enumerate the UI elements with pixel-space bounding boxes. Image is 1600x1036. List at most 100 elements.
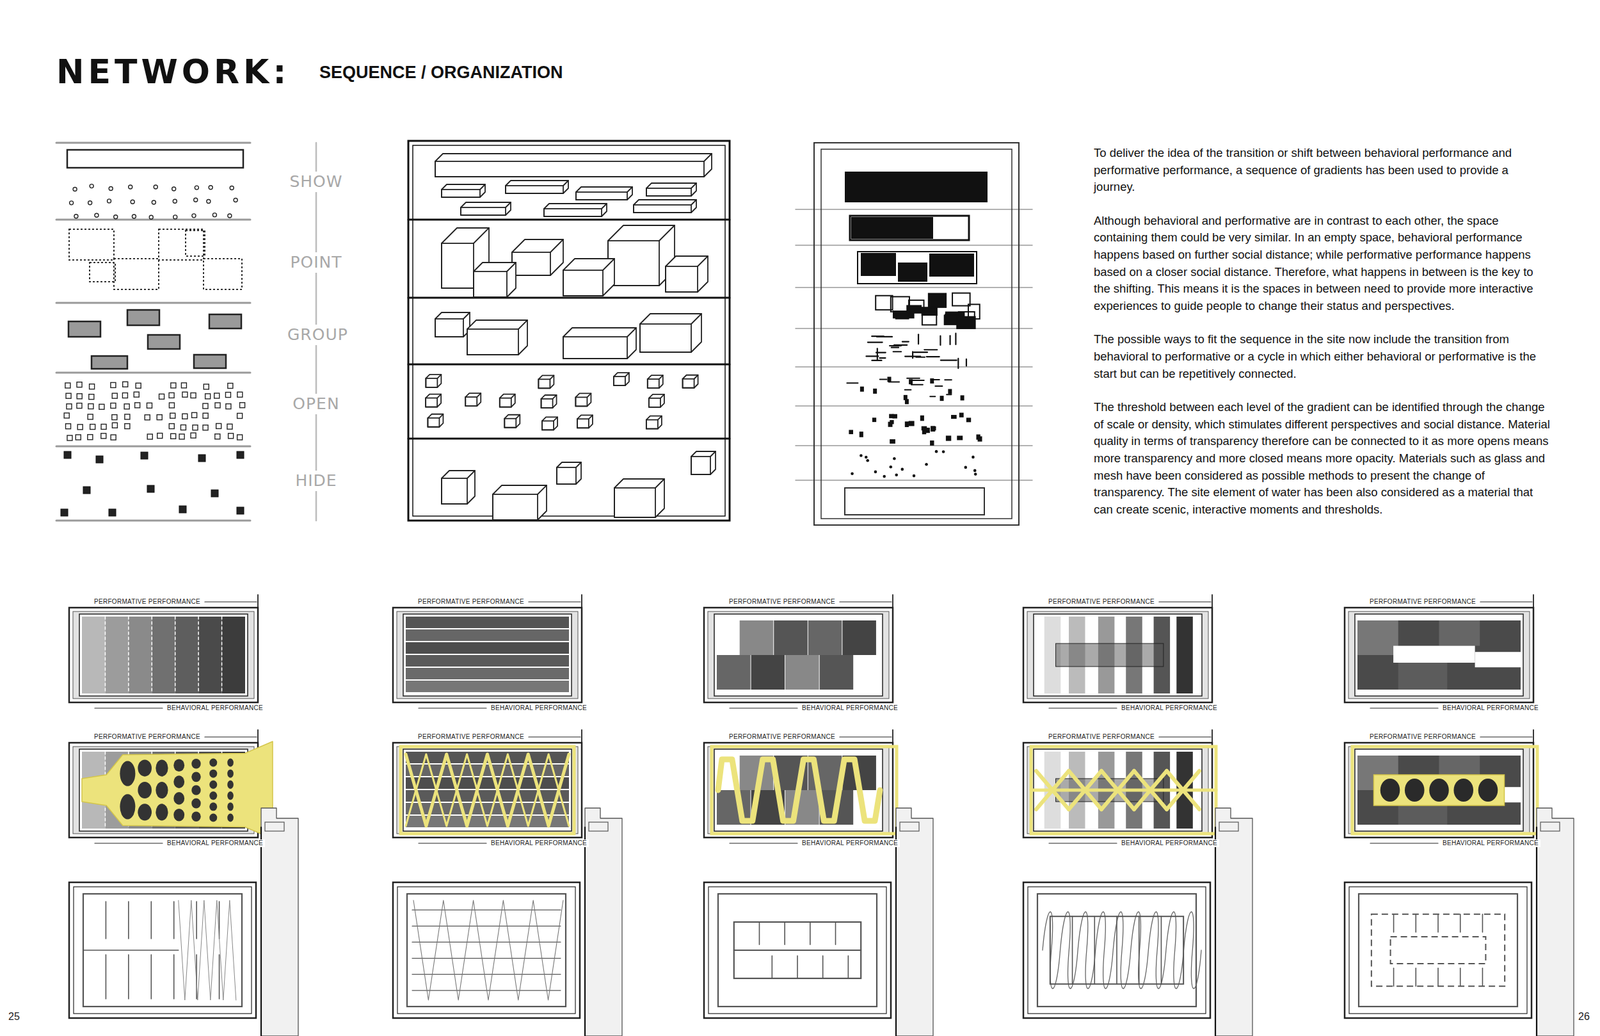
pencil-line	[178, 899, 237, 1000]
ellipse-mark	[191, 771, 201, 783]
sketch-line	[848, 955, 850, 978]
dot	[94, 213, 99, 217]
dot	[900, 467, 904, 472]
dot	[130, 199, 135, 204]
sketch-rect	[211, 489, 219, 497]
sketch-rect	[889, 439, 896, 444]
sketch-line	[1214, 826, 1216, 1036]
sketch-rect	[198, 616, 222, 694]
sketch-rect	[945, 435, 952, 441]
ellipse-mark	[227, 780, 234, 789]
sketch-rect	[214, 392, 220, 399]
sketch-line	[1370, 842, 1439, 843]
sketch-line	[926, 355, 940, 358]
sketch-rect	[1439, 620, 1481, 646]
sketch-rect	[87, 434, 93, 440]
sketch-rect	[904, 398, 909, 404]
sketch-rect	[209, 314, 242, 329]
sketch-rect	[1357, 620, 1399, 655]
sketch-rect	[65, 392, 72, 399]
sketch-rect	[711, 746, 897, 834]
sketch-rect	[930, 425, 936, 432]
dot	[131, 214, 136, 219]
axis-label: BEHAVIORAL PERFORMANCE	[1119, 839, 1220, 847]
sketch-rect	[146, 402, 152, 408]
axis-label: BEHAVIORAL PERFORMANCE	[1119, 704, 1220, 712]
cube	[563, 327, 637, 359]
dot	[233, 198, 238, 203]
dot	[874, 470, 878, 474]
sketch-line	[891, 346, 899, 349]
sketch-line	[195, 901, 198, 939]
sketch-rect	[405, 641, 569, 654]
sketch-rect	[192, 424, 198, 431]
ellipse-mark	[1478, 778, 1499, 802]
sketch-rect	[237, 391, 243, 397]
sketch-rect	[849, 215, 969, 240]
sketch-rect	[682, 378, 695, 388]
sketch-line	[1536, 826, 1538, 1036]
sketch-rect	[202, 403, 208, 409]
sketch-rect	[646, 419, 658, 429]
site-context	[1215, 807, 1253, 1036]
sketch-line	[586, 392, 591, 397]
sketch-line	[795, 244, 1033, 246]
sketch-rect	[844, 487, 985, 515]
sketch-rect	[425, 398, 438, 408]
ellipse-mark	[173, 758, 185, 772]
sketch-rect	[887, 376, 891, 382]
sketch-line	[659, 375, 664, 379]
sketch-line	[412, 925, 561, 927]
sketch-rect	[716, 654, 751, 690]
sketch-line	[56, 302, 251, 304]
sketch-rect	[1219, 821, 1239, 831]
axis-label: BEHAVIORAL PERFORMANCE	[488, 839, 589, 847]
sketch-line	[601, 203, 607, 209]
ellipse-mark	[209, 801, 217, 811]
sketch-line	[911, 384, 923, 386]
sketch-rect	[1348, 746, 1530, 834]
sketch-rect	[1037, 893, 1197, 1007]
sketch-line	[795, 327, 1033, 329]
sketch-rect	[112, 414, 118, 420]
sketch-line	[437, 374, 441, 379]
sketch-rect	[87, 414, 93, 420]
sketch-rect	[412, 145, 726, 516]
sketch-rect	[101, 423, 107, 429]
site-context	[584, 807, 623, 1036]
sketch-rect	[665, 266, 698, 292]
ellipse-mark	[119, 793, 136, 819]
sketch-line	[173, 901, 175, 939]
sketch-rect	[135, 402, 141, 408]
sketch-line	[1370, 707, 1439, 708]
sketch-rect	[614, 487, 656, 518]
axis-label: BEHAVIORAL PERFORMANCE	[488, 704, 589, 712]
axis-label: BEHAVIORAL PERFORMANCE	[1440, 704, 1541, 712]
sketch-rect	[1357, 620, 1521, 690]
sketch-rect	[1027, 886, 1206, 1014]
sketch-rect	[203, 384, 209, 390]
sketch-line	[173, 954, 175, 999]
cube	[633, 199, 697, 213]
sketch-rect	[159, 393, 165, 399]
sketch-rect	[425, 378, 438, 388]
sketch-rect	[714, 748, 883, 831]
cube	[435, 153, 712, 177]
cube	[648, 394, 665, 408]
sketch-line	[1211, 729, 1213, 743]
sketch-rect	[128, 616, 152, 694]
cube	[441, 470, 475, 504]
ellipse-mark	[137, 781, 152, 799]
sketch-rect	[181, 382, 187, 388]
sketch-rect	[808, 620, 843, 655]
sketch-rect	[872, 417, 877, 422]
sketch-line	[839, 736, 892, 737]
axis-label: BEHAVIORAL PERFORMANCE	[1440, 839, 1541, 847]
cube	[538, 375, 554, 388]
sketch-line	[888, 380, 900, 383]
sketch-rect	[89, 384, 95, 390]
sketch-line	[867, 341, 883, 343]
sketch-rect	[968, 304, 980, 319]
sketch-rect	[112, 392, 118, 399]
